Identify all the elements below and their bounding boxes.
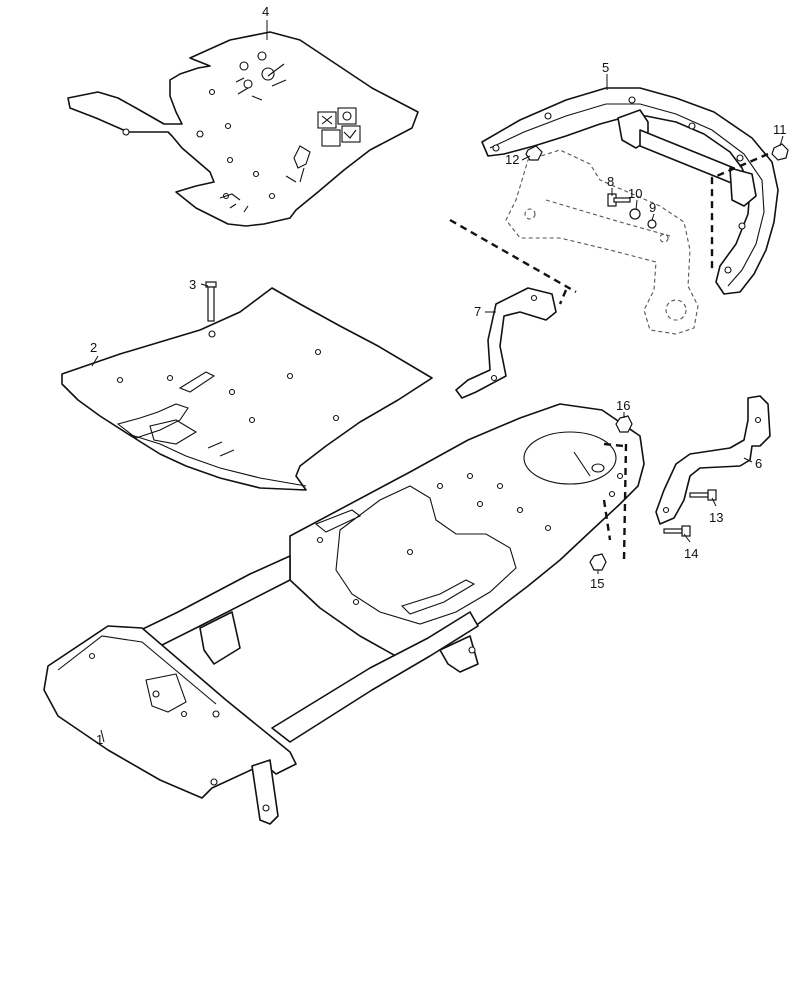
part-11-nut bbox=[771, 143, 789, 161]
callout-4: 4 bbox=[262, 4, 269, 19]
callout-labels: 4 5 11 12 8 10 9 3 2 7 16 6 13 14 15 1 bbox=[90, 4, 787, 747]
part-1-chassis-frame bbox=[43, 403, 645, 825]
assembly-line-bumper bbox=[449, 218, 577, 294]
assembly-line-bolt-14 bbox=[602, 499, 612, 541]
callout-6: 6 bbox=[755, 456, 762, 471]
callout-12: 12 bbox=[505, 152, 519, 167]
hardware bbox=[525, 143, 789, 571]
callout-1: 1 bbox=[96, 732, 103, 747]
callout-2: 2 bbox=[90, 340, 97, 355]
callout-5: 5 bbox=[602, 60, 609, 75]
part-4-floor-mat bbox=[67, 31, 419, 227]
part-15-nut bbox=[589, 553, 607, 571]
callout-13: 13 bbox=[709, 510, 723, 525]
part-16-nut bbox=[615, 415, 633, 433]
part-8-bolt bbox=[607, 193, 631, 207]
part-14-bolt bbox=[663, 525, 691, 537]
assembly-line-bracket-6 bbox=[603, 442, 628, 561]
callout-10: 10 bbox=[628, 186, 642, 201]
callout-9: 9 bbox=[649, 200, 656, 215]
mat-decal-arrows bbox=[235, 51, 287, 101]
ghost-mount-bracket bbox=[505, 149, 699, 335]
part-3-bolt bbox=[205, 281, 217, 322]
callout-15: 15 bbox=[590, 576, 604, 591]
callout-16: 16 bbox=[616, 398, 630, 413]
callout-11: 11 bbox=[773, 122, 787, 137]
assembly-line-nut-11 bbox=[710, 152, 769, 270]
part-7-bracket bbox=[455, 287, 557, 399]
callout-leaders bbox=[91, 20, 784, 743]
callout-14: 14 bbox=[684, 546, 698, 561]
floor-pan-cutouts bbox=[116, 371, 235, 457]
assembly-line-bracket-7 bbox=[558, 289, 568, 305]
part-6-bracket bbox=[655, 395, 771, 525]
mat-warning-symbols bbox=[317, 107, 361, 147]
part-10-washer bbox=[629, 208, 641, 220]
part-2-floor-pan bbox=[61, 287, 433, 491]
mat-decal-figure bbox=[219, 145, 311, 213]
callout-3: 3 bbox=[189, 277, 196, 292]
callout-8: 8 bbox=[607, 174, 614, 189]
part-9-washer bbox=[647, 219, 657, 229]
part-13-bolt bbox=[689, 489, 717, 501]
callout-7: 7 bbox=[474, 304, 481, 319]
part-5-rear-bumper bbox=[481, 87, 779, 295]
